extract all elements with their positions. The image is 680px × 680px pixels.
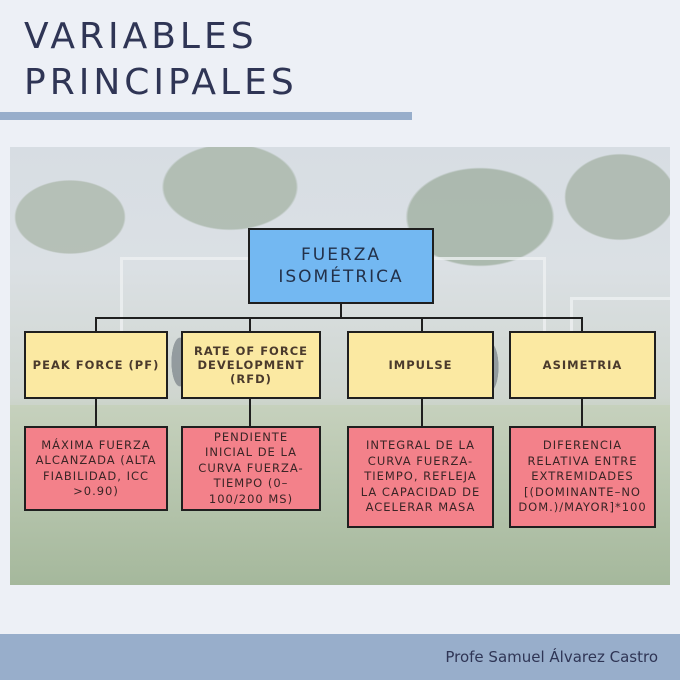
root-line-2: ISOMÉTRICA bbox=[278, 267, 404, 287]
root-line-1: FUERZA bbox=[300, 245, 382, 265]
description-node-peak-force: MÁXIMA FUERZA ALCANZADA (ALTA FIABILIDAD… bbox=[24, 426, 168, 511]
connector-var-3 bbox=[421, 317, 423, 331]
variable-label: RATE OF FORCE DEVELOPMENT (RFD) bbox=[194, 344, 308, 386]
variable-label: PEAK FORCE (PF) bbox=[32, 358, 160, 372]
description-node-asimetria: DIFERENCIA RELATIVA ENTRE EXTREMIDADES [… bbox=[509, 426, 656, 528]
author-credit: Profe Samuel Álvarez Castro bbox=[445, 648, 658, 666]
connector-root-down bbox=[340, 304, 342, 318]
connector-desc-4 bbox=[581, 399, 583, 426]
variable-node-peak-force: PEAK FORCE (PF) bbox=[24, 331, 168, 399]
description-text: DIFERENCIA RELATIVA ENTRE EXTREMIDADES [… bbox=[518, 438, 647, 515]
root-node: FUERZA ISOMÉTRICA bbox=[248, 228, 434, 304]
description-node-impulse: INTEGRAL DE LA CURVA FUERZA-TIEMPO, REFL… bbox=[347, 426, 494, 528]
description-text: INTEGRAL DE LA CURVA FUERZA-TIEMPO, REFL… bbox=[360, 438, 481, 515]
description-node-rfd: PENDIENTE INICIAL DE LA CURVA FUERZA-TIE… bbox=[181, 426, 321, 511]
variable-node-impulse: IMPULSE bbox=[347, 331, 494, 399]
title-underline bbox=[0, 112, 412, 120]
description-text: MÁXIMA FUERZA ALCANZADA (ALTA FIABILIDAD… bbox=[35, 437, 157, 499]
page-title: VARIABLES PRINCIPALES bbox=[24, 14, 298, 106]
variable-label: IMPULSE bbox=[388, 358, 453, 372]
connector-desc-2 bbox=[249, 399, 251, 426]
connector-var-2 bbox=[249, 317, 251, 331]
connector-var-1 bbox=[95, 317, 97, 331]
title-line-1: VARIABLES bbox=[24, 16, 258, 57]
variable-label: ASIMETRIA bbox=[542, 358, 623, 372]
connector-desc-3 bbox=[421, 399, 423, 426]
variable-node-rfd: RATE OF FORCE DEVELOPMENT (RFD) bbox=[181, 331, 321, 399]
title-line-2: PRINCIPALES bbox=[24, 62, 298, 103]
connector-desc-1 bbox=[95, 399, 97, 426]
description-text: PENDIENTE INICIAL DE LA CURVA FUERZA-TIE… bbox=[198, 429, 304, 506]
footer-bar bbox=[0, 634, 680, 680]
connector-horizontal bbox=[95, 317, 583, 319]
variable-node-asimetria: ASIMETRIA bbox=[509, 331, 656, 399]
connector-var-4 bbox=[581, 317, 583, 331]
